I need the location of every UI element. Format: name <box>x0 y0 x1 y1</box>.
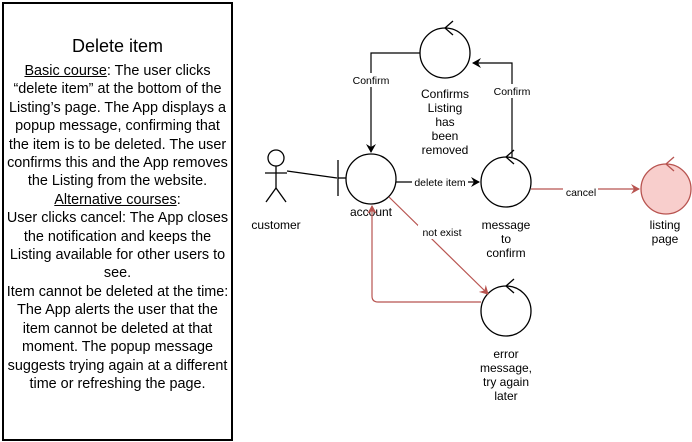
alternative-courses-suffix: : <box>176 191 181 208</box>
account-boundary <box>337 153 397 205</box>
edge-label-bg <box>563 185 598 199</box>
confirms-removed-label: Confirms Listing has been removed <box>421 87 469 157</box>
confirms-label-line-5: removed <box>422 143 469 157</box>
edge-confirm-to-removed <box>472 58 513 157</box>
basic-course-heading: Basic course <box>24 63 107 79</box>
listing-arrowhead <box>665 156 675 172</box>
boundary-circle <box>345 153 397 205</box>
edge-label-bg <box>412 175 468 189</box>
edge-not-exist <box>388 196 489 295</box>
listing-circle <box>640 163 692 215</box>
error-label-line-1: error <box>493 347 518 361</box>
edge-cancel-label: cancel <box>566 187 596 199</box>
controller-circle <box>480 156 532 208</box>
basic-course-text: : The user clicks “delete item” at the b… <box>7 63 228 190</box>
alt-error-text: Item cannot be deleted at the time: The … <box>6 283 229 392</box>
listing-label-line-2: page <box>652 232 679 246</box>
actor-left-leg <box>265 187 277 203</box>
message-label-line-1: message <box>482 218 531 232</box>
edge-not-exist-label: not exist <box>422 227 461 239</box>
error-message-controller <box>480 278 532 337</box>
confirms-label-line-4: been <box>432 129 459 143</box>
actor-head <box>267 149 285 167</box>
confirms-label-line-1: Confirms <box>421 87 469 101</box>
edge-confirm-to-account <box>366 52 420 153</box>
controller-arrowhead <box>505 149 515 165</box>
edge-label-bg <box>418 225 466 239</box>
alt-cancel-text: User clicks cancel: The App closes the n… <box>6 210 229 282</box>
controller-circle <box>419 27 471 79</box>
actor-right-leg <box>275 187 287 203</box>
error-message-label: error message, try again later <box>480 347 532 403</box>
listing-page-node <box>640 156 692 215</box>
confirms-label-line-3: has <box>435 115 454 129</box>
use-case-title: Delete item <box>71 36 164 56</box>
customer-actor <box>265 149 287 203</box>
listing-label-line-1: listing <box>650 218 681 232</box>
edge-label-bg <box>349 73 393 87</box>
controller-circle <box>480 285 532 337</box>
error-label-line-4: later <box>494 389 517 403</box>
edge-confirm-right-label: Confirm <box>494 86 531 98</box>
message-to-confirm-label: message to confirm <box>482 218 531 260</box>
message-to-confirm-controller <box>480 149 532 208</box>
controller-arrowhead <box>505 278 515 294</box>
edge-confirm-left-label: Confirm <box>353 75 390 87</box>
confirms-removed-controller <box>419 20 471 79</box>
actor-to-account-link <box>286 170 338 179</box>
edge-error-to-account <box>367 205 481 303</box>
edge-label-bg <box>490 84 534 98</box>
account-label: account <box>350 205 393 219</box>
error-label-line-2: message, <box>480 361 532 375</box>
controller-arrowhead <box>444 20 454 36</box>
use-case-description-box: Delete item Basic course: The user click… <box>2 2 233 441</box>
actor-label: customer <box>251 218 300 232</box>
confirms-label-line-2: Listing <box>428 101 463 115</box>
message-label-line-3: confirm <box>486 246 525 260</box>
edge-delete-item-label: delete item <box>414 177 466 189</box>
listing-page-label: listing page <box>650 218 681 246</box>
message-label-line-2: to <box>501 232 511 246</box>
error-label-line-3: try again <box>483 375 529 389</box>
use-case-text: Basic course: The user clicks “delete it… <box>4 62 231 393</box>
alternative-courses-heading: Alternative courses <box>54 191 177 208</box>
